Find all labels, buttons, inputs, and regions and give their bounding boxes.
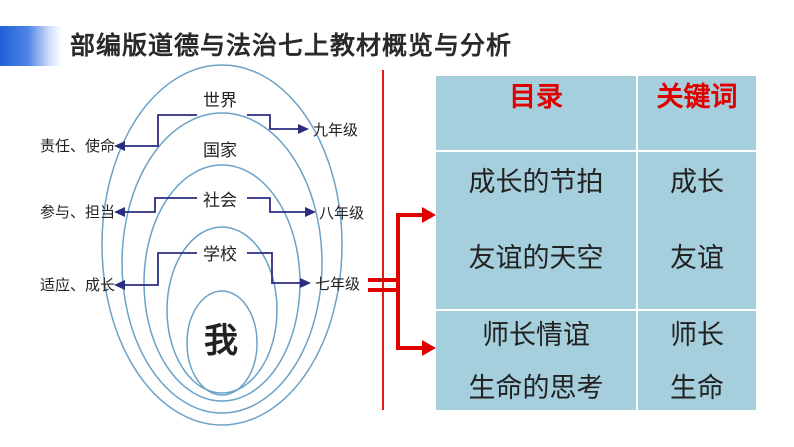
arrowhead-right-eighth bbox=[305, 207, 316, 217]
ring-label-society: 社会 bbox=[203, 191, 237, 211]
left-label-adaptation: 适应、成长 bbox=[40, 276, 116, 294]
red-bracket-down bbox=[396, 285, 424, 350]
red-arrowhead-down bbox=[422, 340, 436, 356]
line-eighth bbox=[247, 197, 305, 213]
table-cell-content: 友谊的天空 bbox=[468, 243, 604, 274]
ring-me bbox=[186, 290, 258, 396]
line-adaptation bbox=[124, 252, 197, 286]
chapter-table: 目录 关键词 成长的节拍 友谊的天空 成长 友谊 师长情谊 生命的思考 师长 生… bbox=[436, 76, 756, 410]
right-label-seventh: 七年级 bbox=[315, 275, 361, 293]
ring-world bbox=[101, 64, 343, 426]
ring-label-world: 世界 bbox=[203, 91, 237, 111]
table-cell-content: 成长的节拍 bbox=[468, 167, 604, 198]
ring-label-country: 国家 bbox=[203, 141, 237, 161]
table-col-divider bbox=[636, 76, 638, 410]
table-cell-keyword: 师长 bbox=[670, 320, 724, 351]
red-arrowhead-up bbox=[422, 207, 436, 223]
table-cell-content: 生命的思考 bbox=[468, 373, 604, 404]
table-row-divider-2 bbox=[436, 309, 756, 311]
page-title: 部编版道德与法治七上教材概览与分析 bbox=[70, 31, 513, 60]
table-cell-keyword: 生命 bbox=[670, 373, 724, 404]
arrowhead-left-participation bbox=[114, 207, 125, 217]
arrowhead-right-seventh bbox=[300, 278, 311, 288]
right-label-ninth: 九年级 bbox=[313, 121, 359, 139]
red-divider bbox=[382, 70, 384, 410]
arrowhead-right-ninth bbox=[298, 124, 309, 134]
table-cell-keyword: 友谊 bbox=[670, 243, 724, 274]
arrowhead-left-responsibility bbox=[114, 141, 125, 151]
line-responsibility bbox=[124, 114, 197, 147]
left-label-participation: 参与、担当 bbox=[40, 203, 116, 221]
ring-country bbox=[121, 112, 323, 414]
title-bar: 部编版道德与法治七上教材概览与分析 bbox=[0, 26, 794, 66]
left-label-responsibility: 责任、使命 bbox=[40, 137, 116, 155]
line-ninth bbox=[247, 114, 298, 130]
title-accent-bar bbox=[0, 26, 62, 66]
center-label-me: 我 bbox=[204, 321, 238, 361]
table-row-divider-1 bbox=[436, 150, 756, 152]
right-label-eighth: 八年级 bbox=[319, 204, 365, 222]
line-seventh bbox=[247, 252, 300, 284]
ring-school bbox=[166, 226, 278, 394]
table-header-contents: 目录 bbox=[509, 82, 563, 113]
line-participation bbox=[124, 197, 197, 213]
arrowhead-left-adaptation bbox=[114, 280, 125, 290]
table-header-keywords: 关键词 bbox=[656, 82, 738, 113]
table-cell-content: 师长情谊 bbox=[482, 320, 590, 351]
table-cell-keyword: 成长 bbox=[670, 167, 724, 198]
ring-label-school: 学校 bbox=[203, 245, 237, 265]
red-bracket-up bbox=[396, 213, 424, 285]
